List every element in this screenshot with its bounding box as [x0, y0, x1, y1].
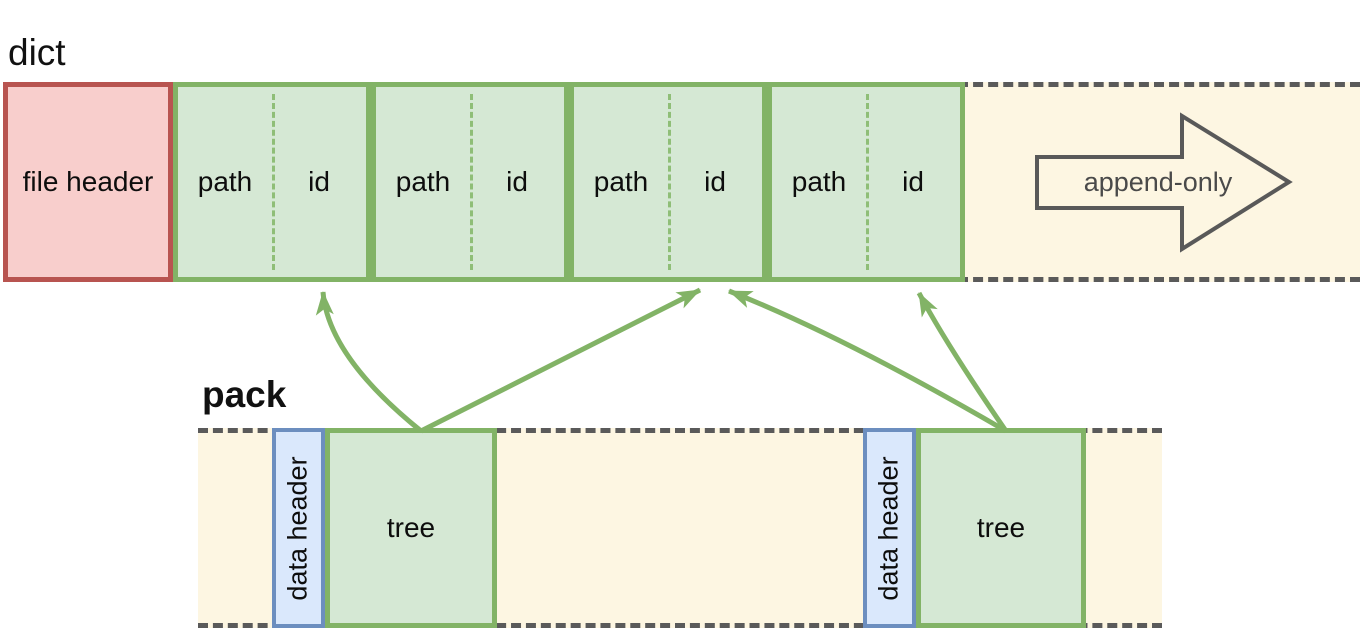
entry-box: path id [173, 82, 371, 282]
entry-divider [470, 94, 473, 270]
reference-arrow [419, 287, 702, 434]
tree-label: tree [976, 512, 1026, 543]
entry-path-cell: path [791, 166, 847, 197]
entry-divider [272, 94, 275, 270]
entry-divider [668, 94, 671, 270]
entry-path-cell: path [197, 166, 253, 197]
entry-box: path id [569, 82, 767, 282]
tree-box: tree [916, 428, 1086, 628]
tree-box: tree [325, 428, 497, 628]
reference-arrow [728, 288, 1008, 434]
entry-divider [866, 94, 869, 270]
pack-label: pack [202, 374, 287, 415]
dict-label: dict [8, 32, 66, 73]
file-header-box: file header [3, 82, 173, 282]
data-header-box: data header [272, 428, 325, 628]
entry-box: path id [371, 82, 569, 282]
data-header-label: data header [283, 455, 313, 601]
entry-id-cell: id [506, 166, 528, 197]
entry-id-cell: id [704, 166, 726, 197]
entry-id-cell: id [308, 166, 330, 197]
reference-arrow [315, 291, 423, 433]
append-only-label: append-only [1083, 167, 1233, 197]
entry-path-cell: path [395, 166, 451, 197]
data-header-box: data header [863, 428, 916, 628]
reference-arrow [916, 291, 1009, 433]
entry-id-cell: id [902, 166, 924, 197]
tree-label: tree [386, 512, 436, 543]
entry-path-cell: path [593, 166, 649, 197]
file-header-label: file header [22, 166, 154, 197]
entry-box: path id [767, 82, 965, 282]
data-header-label: data header [874, 455, 904, 601]
